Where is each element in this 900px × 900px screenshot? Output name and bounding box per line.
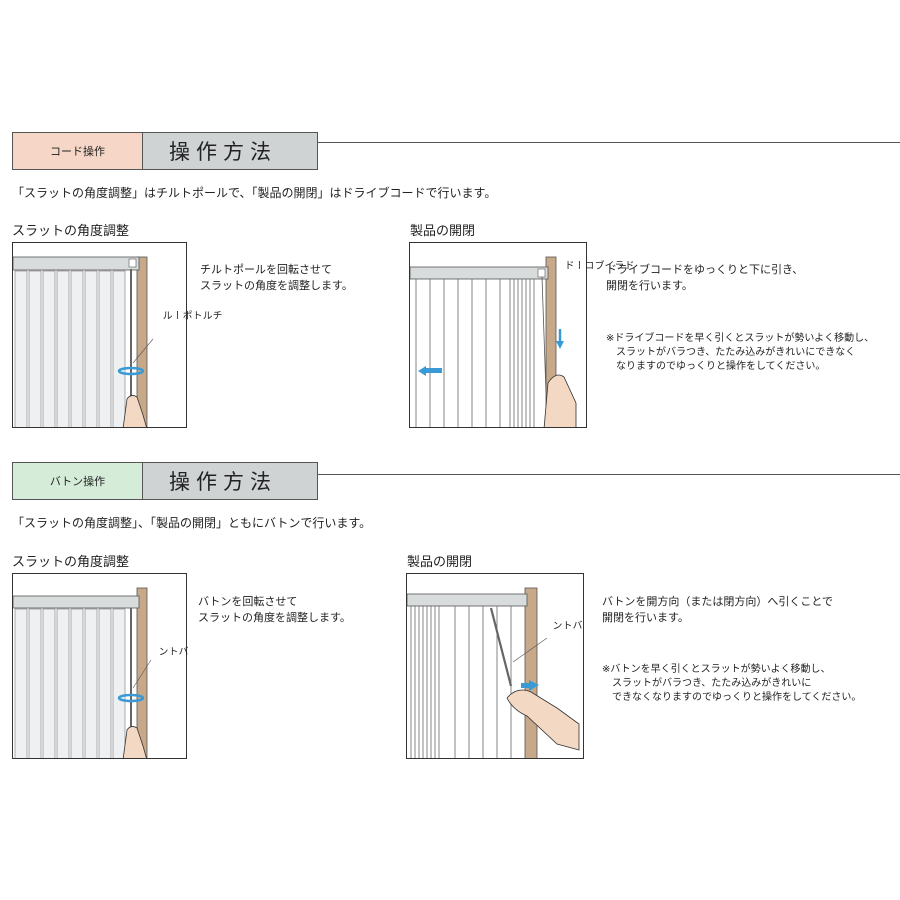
tilt-pole-illustration (13, 256, 154, 427)
cord-left-desc: チルトポールを回転させて スラットの角度を調整します。 (200, 263, 353, 292)
baton-open-illustration (407, 587, 580, 758)
baton-right-label: バトン (550, 620, 581, 630)
tilt-pole-label: チルトポール (160, 310, 221, 320)
baton-right-note: ※バトンを早く引くとスラットが勢いよく移動し、 スラットがバラつき、たたみ込みが… (602, 664, 862, 703)
cord-heading: 操作方法 (142, 132, 318, 170)
cord-right-desc: ドライブコードをゆっくりと下に引き、 開閉を行います。 (606, 263, 804, 292)
baton-operation-tag: バトン操作 (12, 462, 142, 500)
drive-cord-illustration (410, 256, 577, 427)
cord-right-title: 製品の開閉 (410, 224, 476, 239)
baton-right-title: 製品の開閉 (407, 555, 473, 570)
baton-heading: 操作方法 (142, 462, 318, 500)
cord-open-figure (409, 242, 587, 428)
cord-right-note: ※ドライブコードを早く引くとスラットが勢いよく移動し、 スラットがバラつき、たた… (606, 333, 875, 372)
cord-left-title: スラットの角度調整 (12, 224, 130, 239)
cord-heading-rule (318, 142, 900, 143)
baton-heading-rule (318, 474, 900, 475)
baton-open-figure (406, 573, 584, 759)
drive-cord-label: ドライブコード (562, 260, 633, 270)
baton-left-title: スラットの角度調整 (12, 555, 130, 570)
baton-left-desc: バトンを回転させて スラットの角度を調整します。 (198, 595, 351, 624)
baton-tilt-figure (12, 573, 187, 759)
cord-tilt-figure (12, 242, 187, 428)
baton-left-label: バトン (156, 646, 187, 656)
cord-intro: 「スラットの角度調整」はチルトポールで、「製品の開閉」はドライブコードで行います… (12, 186, 497, 200)
baton-intro: 「スラットの角度調整」、「製品の開閉」ともにバトンで行います。 (12, 516, 372, 530)
baton-right-desc: バトンを開方向（または閉方向）へ引くことで 開閉を行います。 (602, 595, 833, 624)
cord-operation-tag: コード操作 (12, 132, 142, 170)
baton-tilt-illustration (13, 587, 152, 758)
